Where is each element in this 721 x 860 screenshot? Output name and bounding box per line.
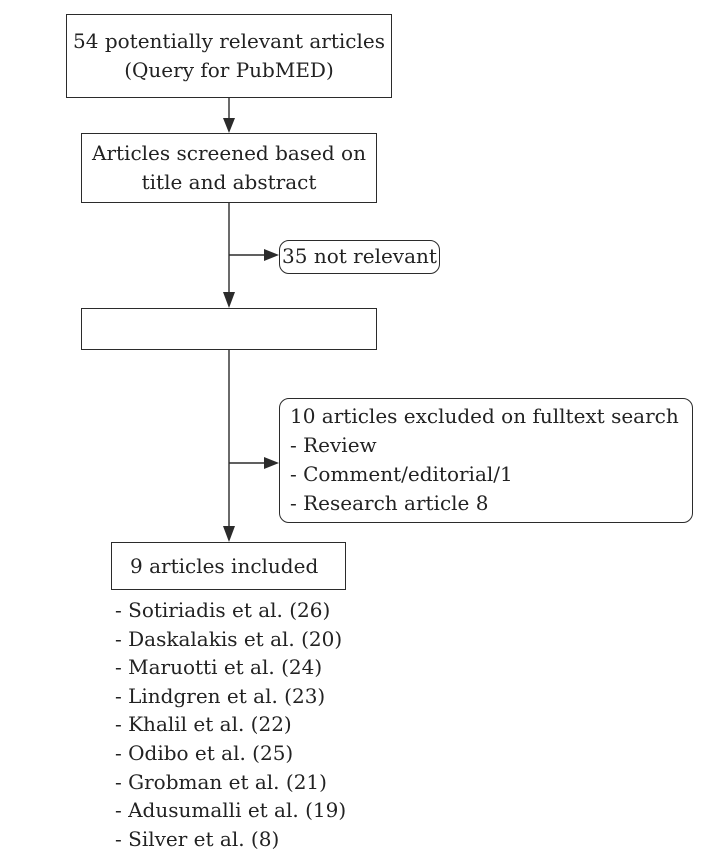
included-study-item: - Sotiriadis et al. (26) — [115, 598, 331, 622]
included-study-item: - Grobman et al. (21) — [115, 769, 327, 794]
excluded-title: 10 articles excluded on fulltext search — [290, 404, 679, 428]
excluded-reason-review: - Review — [290, 433, 377, 457]
not-relevant-box: 35 not relevant — [279, 240, 440, 274]
excluded-box: 10 articles excluded on fulltext search … — [279, 398, 693, 523]
screening-box: Articles screened based on title and abs… — [81, 133, 377, 203]
retrieved-box — [81, 308, 377, 350]
included-study-item: - Odibo et al. (25) — [115, 740, 294, 765]
included-study-item: - Lindgren et al. (23) — [115, 683, 326, 708]
included-studies-list: - Sotiriadis et al. (26) - Daskalakis et… — [115, 596, 346, 853]
retrieved-text-box — [81, 308, 377, 350]
included-study-item: - Silver et al. (8) — [115, 826, 280, 851]
included-study-item: - Maruotti et al. (24) — [115, 655, 323, 680]
included-study-item: - Khalil et al. (22) — [115, 712, 292, 737]
included-study-item: - Daskalakis et al. (20) — [115, 626, 343, 651]
arrowhead-included — [223, 526, 235, 542]
arrowhead-excluded — [264, 457, 279, 469]
arrowhead-retrieved — [223, 292, 235, 308]
included-text: 9 articles included — [130, 554, 319, 578]
arrowhead-screening — [223, 118, 235, 133]
excluded-reason-comment: - Comment/editorial/1 — [290, 462, 513, 486]
excluded-reason-research: - Research article 8 — [290, 491, 489, 515]
not-relevant-text: 35 not relevant — [282, 244, 437, 268]
identification-box: 54 potentially relevant articles (Query … — [66, 14, 392, 98]
identification-line-1: 54 potentially relevant articles — [73, 29, 385, 53]
included-box: 9 articles included — [111, 542, 346, 590]
included-study-item: - Adusumalli et al. (19) — [115, 798, 347, 823]
screening-line-2: title and abstract — [141, 170, 317, 194]
identification-line-2: (Query for PubMED) — [124, 58, 334, 82]
screening-line-1: Articles screened based on — [92, 141, 366, 165]
arrowhead-not-relevant — [264, 249, 279, 261]
